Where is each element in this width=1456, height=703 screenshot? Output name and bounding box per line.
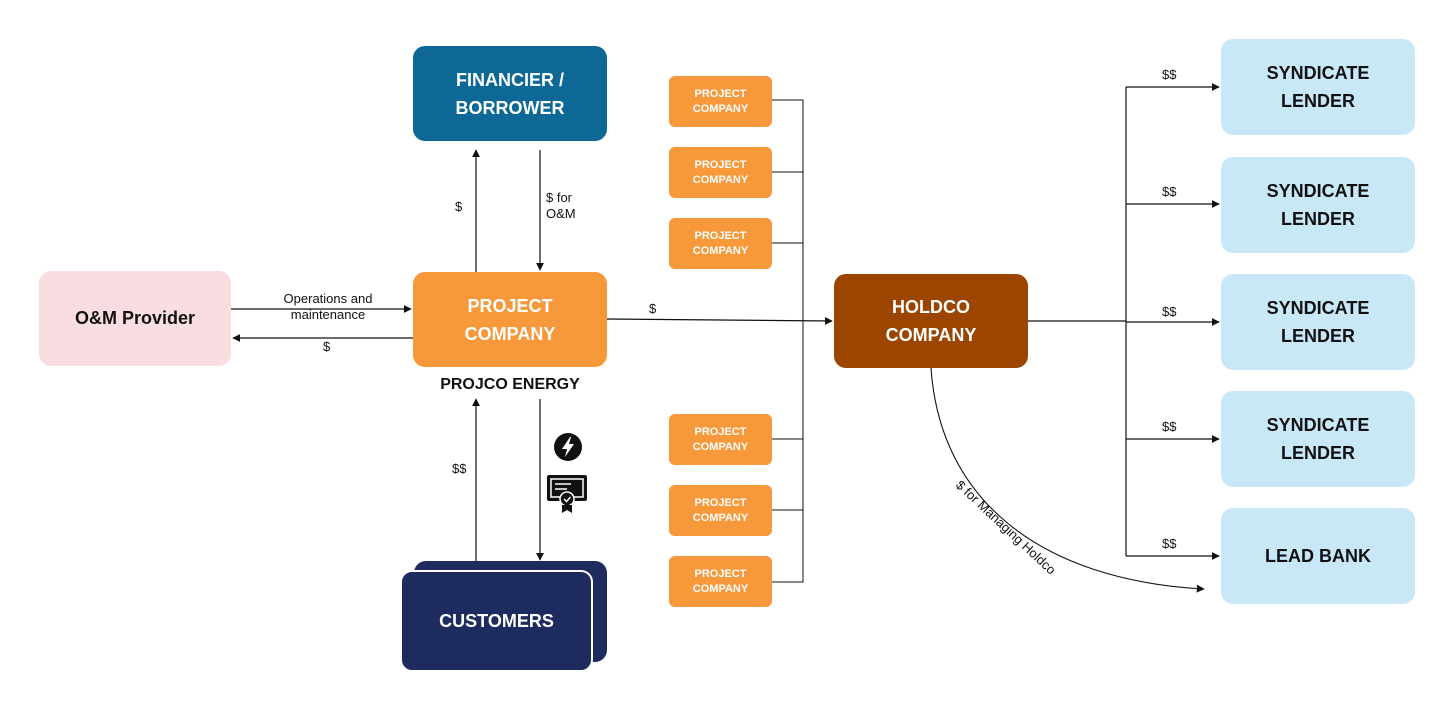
- om-provider-node: O&M Provider: [39, 271, 231, 366]
- label-managing-holdco: $ for Managing Holdco: [953, 477, 1059, 577]
- project-company-node-5: PROJECT COMPANY: [669, 485, 772, 536]
- syndicate-lender-node-2: SYNDICATE LENDER: [1221, 157, 1415, 253]
- project-company-node-1: PROJECT COMPANY: [669, 76, 772, 127]
- label-lead-bank: $$: [1162, 536, 1177, 551]
- certificate-icon: [547, 475, 587, 513]
- customers-node: CUSTOMERS: [400, 570, 593, 672]
- syndicate-lender-node-1: SYNDICATE LENDER: [1221, 39, 1415, 135]
- label-to-holdco: $: [649, 301, 657, 316]
- lender-connectors: [1028, 87, 1127, 556]
- label-lender-1: $$: [1162, 67, 1177, 82]
- lead-bank-node: LEAD BANK: [1221, 508, 1415, 604]
- syndicate-lender-node-4: SYNDICATE LENDER: [1221, 391, 1415, 487]
- syndicate-lender-node-3: SYNDICATE LENDER: [1221, 274, 1415, 370]
- label-to-om: Operations and maintenance: [283, 291, 373, 322]
- label-from-financier: $ for O&M: [546, 190, 576, 221]
- label-to-financier: $: [455, 199, 463, 214]
- project-company-node-2: PROJECT COMPANY: [669, 147, 772, 198]
- arrow-to-holdco: [606, 316, 833, 325]
- lightning-icon: [554, 433, 582, 461]
- label-lender-2: $$: [1162, 184, 1177, 199]
- project-company-node-3: PROJECT COMPANY: [669, 218, 772, 269]
- arrow-managing-holdco: [930, 367, 1205, 593]
- project-company-main-node: PROJECT COMPANY: [413, 272, 607, 367]
- project-company-connectors: [772, 99, 804, 583]
- label-from-customers: $$: [452, 461, 467, 476]
- label-lender-4: $$: [1162, 419, 1177, 434]
- project-company-node-6: PROJECT COMPANY: [669, 556, 772, 607]
- projco-energy-label: PROJCO ENERGY: [440, 376, 580, 393]
- project-company-node-4: PROJECT COMPANY: [669, 414, 772, 465]
- financier-borrower-node: FINANCIER / BORROWER: [413, 46, 607, 141]
- label-from-om: $: [323, 339, 331, 354]
- label-lender-3: $$: [1162, 304, 1177, 319]
- holdco-company-node: HOLDCO COMPANY: [834, 274, 1028, 368]
